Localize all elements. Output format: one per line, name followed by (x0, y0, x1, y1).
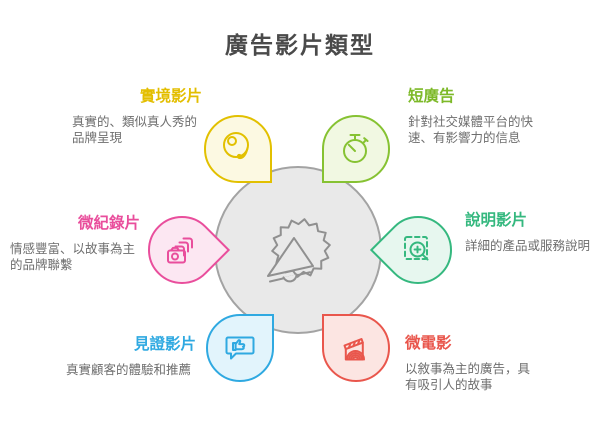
bubble-reality-show (204, 115, 272, 183)
section-reality-show: 實境影片 真實的、類似真人秀的品牌呈現 (72, 88, 202, 146)
section-description: 以敘事為主的廣告，具有吸引人的故事 (405, 362, 531, 392)
section-explainer: 說明影片 詳細的產品或服務說明 (465, 212, 595, 254)
section-description: 真實的、類似真人秀的品牌呈現 (72, 115, 198, 145)
zoom-detail-icon (404, 236, 429, 261)
section-heading: 實境影片 (139, 88, 202, 105)
section-heading: 短廣告 (408, 88, 455, 105)
bubble-testimonial (206, 314, 274, 382)
camera-stack-icon (167, 237, 193, 264)
bubble-micro-documentary (133, 201, 231, 299)
section-description: 真實顧客的體驗和推薦 (66, 363, 192, 377)
section-heading: 見證影片 (133, 336, 196, 353)
section-heading: 微電影 (405, 335, 452, 352)
section-description: 情感豐富、以故事為主的品牌聯繫 (10, 242, 136, 272)
bubble-short-ad (322, 115, 390, 183)
section-description: 詳細的產品或服務說明 (465, 239, 591, 253)
thumbs-up-bubble-icon (225, 336, 255, 360)
section-heading: 微紀錄片 (77, 215, 140, 232)
clapperboard-icon (343, 338, 365, 361)
megaphone-burst-icon (267, 218, 331, 283)
section-testimonial: 見證影片 真實顧客的體驗和推薦 (66, 336, 196, 378)
bubble-micro-movie (322, 314, 390, 382)
section-micro-documentary: 微紀錄片 情感豐富、以故事為主的品牌聯繫 (10, 215, 140, 273)
film-reel-icon (223, 132, 249, 160)
page-title: 廣告影片類型 (225, 32, 375, 58)
stopwatch-icon (343, 134, 369, 163)
megaphone-cone (267, 237, 314, 277)
megaphone-knob (282, 273, 298, 283)
bubble-explainer (369, 201, 467, 299)
section-micro-movie: 微電影 以敘事為主的廣告，具有吸引人的故事 (405, 335, 535, 393)
section-short-ad: 短廣告 針對社交媒體平台的快速、有影響力的信息 (408, 88, 538, 146)
section-heading: 說明影片 (465, 212, 528, 229)
section-description: 針對社交媒體平台的快速、有影響力的信息 (408, 115, 534, 145)
